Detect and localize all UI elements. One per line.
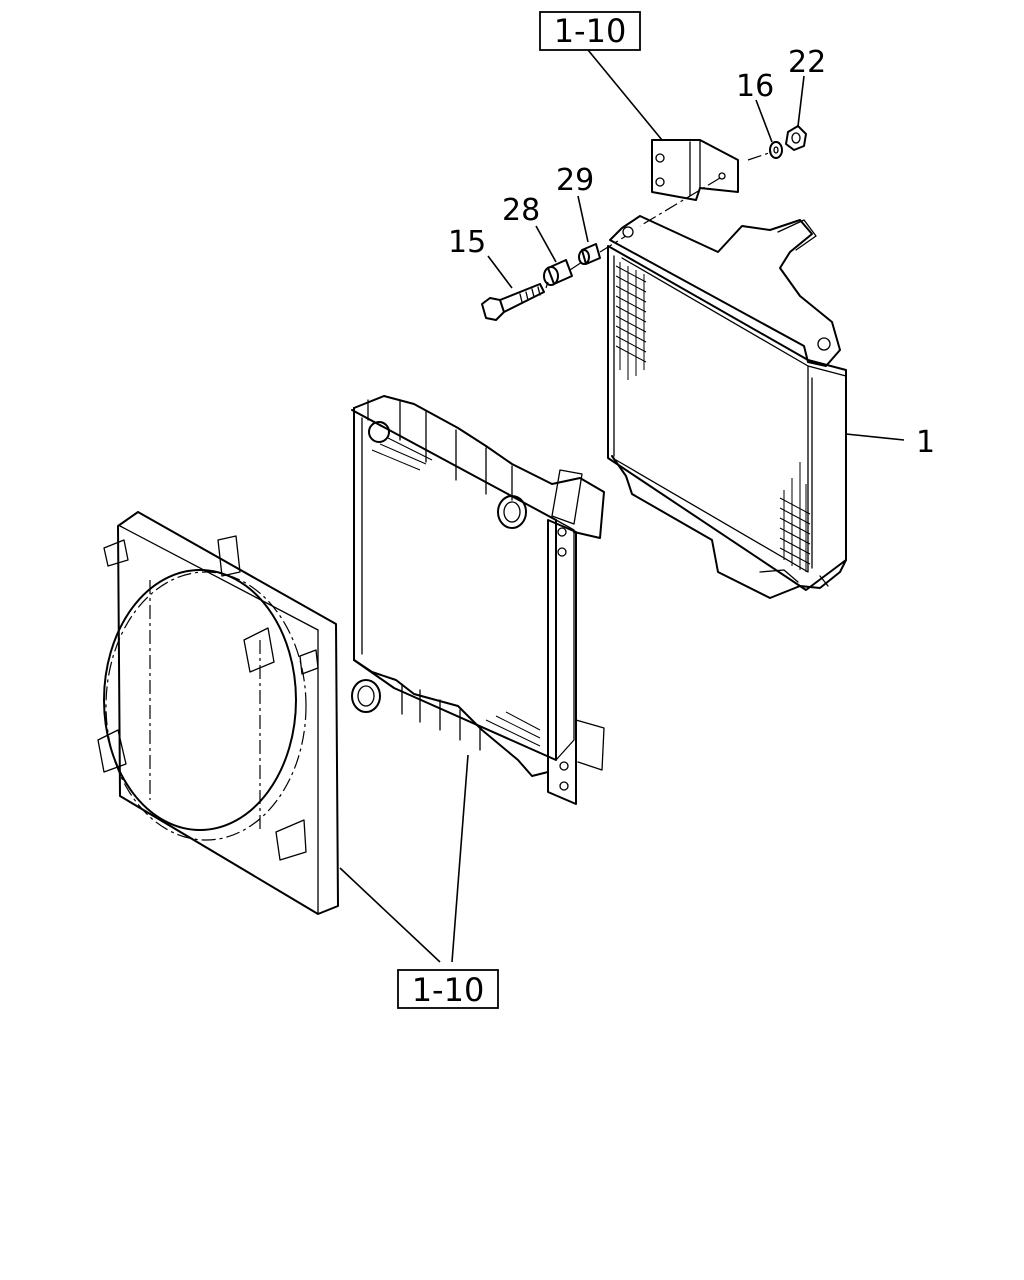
reference-box-top[interactable]: 1-10 — [539, 11, 641, 51]
reference-label-top: 1-10 — [554, 12, 627, 50]
callout-15: 15 — [448, 225, 486, 260]
fan-shroud — [97, 511, 339, 915]
washer-16 — [769, 141, 783, 159]
intercooler — [607, 215, 847, 599]
callout-28: 28 — [502, 193, 540, 228]
reference-label-bottom: 1-10 — [412, 971, 485, 1009]
collar-28 — [543, 259, 573, 286]
callout-29: 29 — [556, 163, 594, 198]
mounting-bracket — [651, 139, 739, 201]
bolt-15 — [481, 283, 545, 321]
callout-22: 22 — [788, 45, 826, 80]
callout-16: 16 — [736, 69, 774, 104]
radiator — [351, 395, 605, 805]
nut-22 — [785, 125, 807, 151]
reference-box-bottom[interactable]: 1-10 — [397, 969, 499, 1009]
callout-1: 1 — [916, 425, 935, 460]
bush-29 — [578, 243, 601, 265]
